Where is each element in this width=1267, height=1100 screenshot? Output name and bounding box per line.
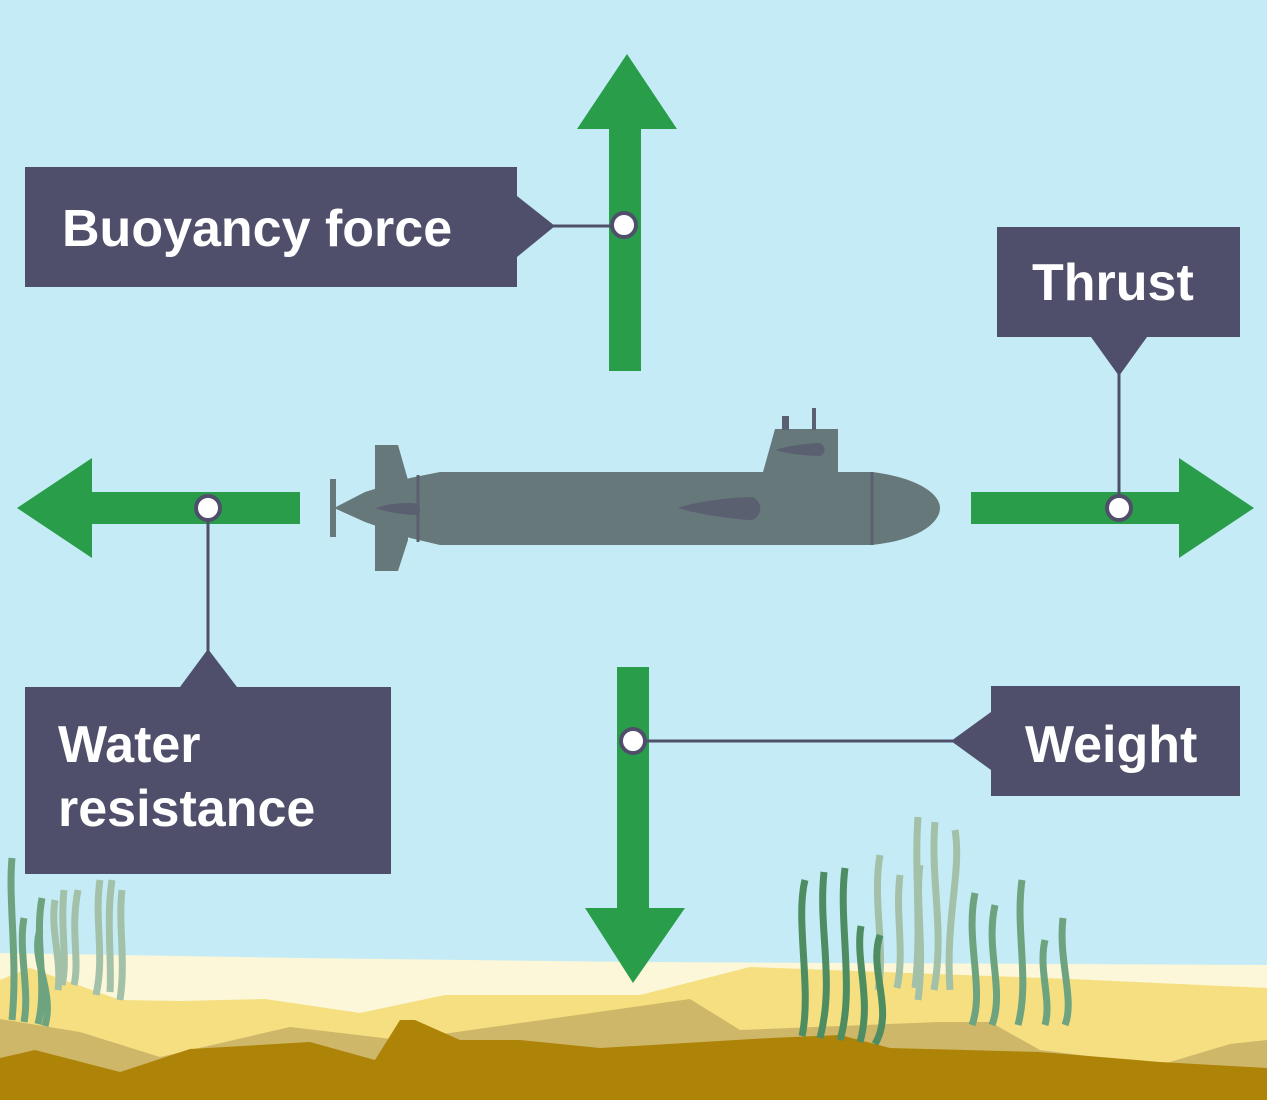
arrow-head-right	[1179, 458, 1254, 558]
arrow-weight	[585, 667, 685, 983]
label-text-line-2: resistance	[58, 780, 315, 838]
arrow-head-down	[585, 908, 685, 983]
seaweed-left	[7, 857, 126, 1027]
seaweed-strand	[893, 874, 904, 989]
label-box	[25, 167, 555, 287]
seaweed-strand	[18, 917, 30, 1023]
label-text-line-1: Water	[58, 716, 201, 774]
seaweed-strand	[816, 871, 830, 1039]
submarine-hull	[334, 472, 940, 545]
seaweed-strand	[988, 904, 1001, 1027]
seaweed-strand	[1014, 879, 1027, 1026]
seaweed-strand	[58, 889, 68, 986]
seaweed-strand	[1039, 939, 1051, 1026]
seaweed-strand	[871, 933, 887, 1046]
seaweed-strand	[7, 857, 18, 1021]
seaweed-strand	[34, 928, 51, 1027]
label-text: Buoyancy force	[62, 200, 452, 258]
submarine-side-fin	[678, 497, 761, 520]
seaweed-strand	[105, 879, 116, 993]
seaweed-strand	[92, 879, 104, 996]
seaweed-strand	[116, 889, 126, 1001]
submarine-antenna	[812, 408, 816, 430]
seaweed-strand	[945, 829, 961, 991]
arrow-water-resistance	[17, 458, 300, 558]
arrow-head-up	[577, 54, 677, 129]
label-weight: Weight	[619, 686, 1240, 796]
arrow-buoyancy-force	[577, 54, 677, 371]
seaweed-strand	[70, 889, 82, 986]
seaweed-strand	[836, 867, 850, 1042]
label-box	[951, 686, 1240, 796]
seaweed-strand	[50, 899, 63, 991]
submarine-propeller	[330, 479, 336, 537]
seabed-dark-layer	[0, 1020, 1267, 1100]
label-water-resistance: Water resistance	[25, 494, 391, 874]
arrow-shaft	[617, 667, 649, 912]
label-box	[997, 227, 1240, 376]
arrow-thrust	[971, 458, 1254, 558]
label-box	[25, 649, 391, 874]
seaweed-right	[798, 816, 1072, 1046]
anchor-point	[194, 494, 222, 522]
seaweed-strand	[930, 821, 942, 991]
submarine-periscope	[782, 416, 789, 430]
label-text: Thrust	[1032, 254, 1194, 312]
arrow-head-left	[17, 458, 92, 558]
label-thrust: Thrust	[997, 227, 1240, 522]
submarine-tower-fin	[776, 443, 825, 456]
arrow-shaft	[971, 492, 1181, 524]
label-buoyancy-force: Buoyancy force	[25, 167, 638, 287]
seaweed-strand	[1058, 917, 1072, 1027]
seaweed-strand	[856, 925, 868, 1043]
anchor-point	[619, 727, 647, 755]
seaweed-strand	[798, 879, 809, 1037]
anchor-point	[610, 211, 638, 239]
submarine	[330, 408, 940, 571]
submarine-rear-fin-detail	[376, 503, 421, 515]
seaweed-strand	[968, 892, 981, 1027]
anchor-point	[1105, 494, 1133, 522]
label-text: Weight	[1025, 716, 1197, 774]
seaweed-strand	[914, 864, 925, 1001]
arrow-shaft	[609, 128, 641, 371]
